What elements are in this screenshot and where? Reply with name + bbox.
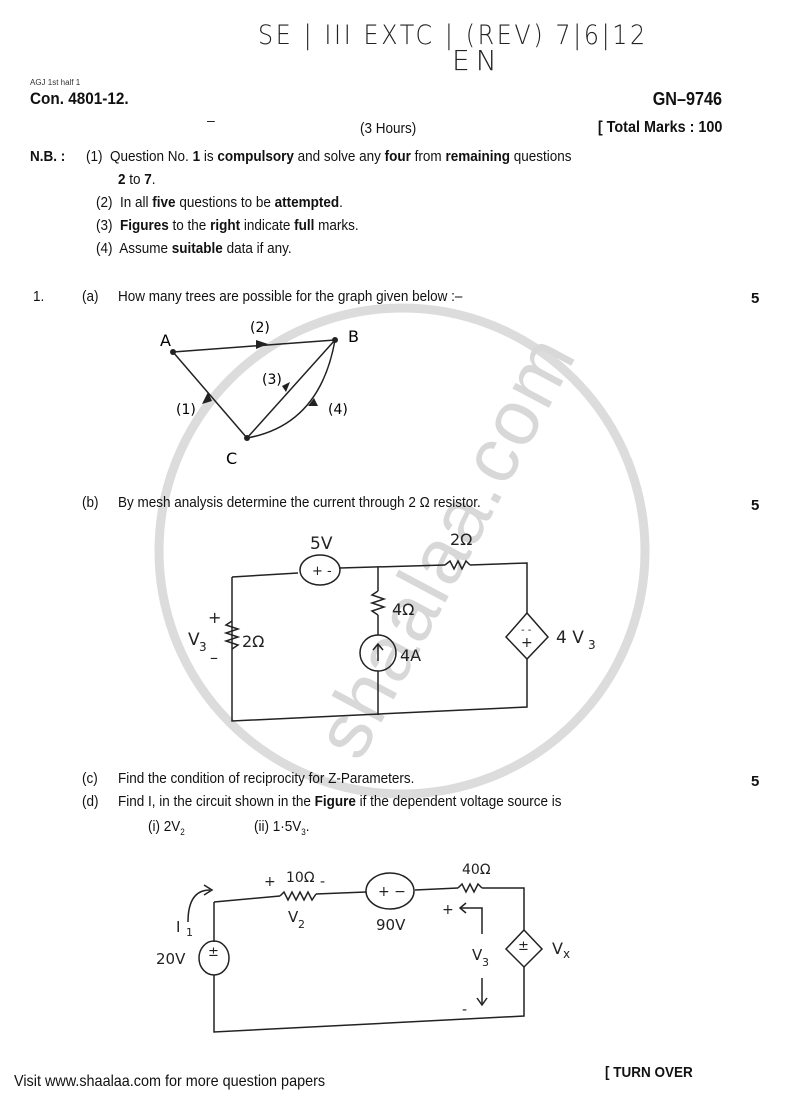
node-a: A — [160, 331, 171, 350]
svg-text:+ -: + - — [312, 564, 332, 579]
edge-1: (1) — [176, 402, 196, 418]
i1-label: I — [176, 918, 180, 936]
q1b-marks: 5 — [751, 497, 760, 514]
10ohm-label: 10Ω — [286, 870, 315, 886]
duration: (3 Hours) — [360, 120, 417, 137]
q1a-text: How many trees are possible for the grap… — [118, 288, 463, 305]
q1d-label: (d) — [82, 793, 99, 810]
v3-label: V — [188, 630, 200, 650]
instruction-1: (1) Question No. 1 is compulsory and sol… — [86, 148, 572, 165]
total-marks: [ Total Marks : 100 — [597, 119, 722, 136]
svg-text:-: - — [462, 1002, 467, 1018]
svg-text:±: ± — [518, 939, 529, 954]
5v-label: 5V — [310, 534, 333, 554]
con-number: Con. 4801-12. — [30, 89, 129, 108]
svg-text:–: – — [210, 648, 218, 667]
turn-over-label: [ TURN OVER — [605, 1064, 693, 1081]
graph-figure: A B C (1) (2) (3) (4) — [160, 320, 359, 468]
q1c-label: (c) — [82, 770, 98, 787]
dependent-source-circuit-figure: ± ± + − + - + - I 1 20V 10Ω V 2 90V 40Ω … — [156, 862, 570, 1033]
edge-4: (4) — [328, 402, 348, 418]
edge-3: (3) — [262, 372, 282, 388]
90v-label: 90V — [376, 916, 406, 934]
q1d-option-2: (ii) 1·5V3. — [254, 818, 310, 837]
svg-text:+: + — [521, 635, 533, 651]
svg-text:-: - — [320, 874, 325, 890]
paper-code: GN–9746 — [652, 89, 722, 109]
svg-text:+: + — [208, 608, 221, 627]
4a-label: 4A — [400, 646, 421, 665]
instruction-1-cont: 2 to 7. — [118, 171, 156, 188]
20v-label: 20V — [156, 950, 186, 968]
svg-text:+ −: + − — [378, 884, 406, 900]
vx-label: V — [552, 939, 563, 958]
instructions-label: N.B. : — [30, 148, 66, 165]
q1b-label: (b) — [82, 494, 99, 511]
node-b: B — [348, 327, 359, 346]
2ohm-left-label: 2Ω — [242, 632, 264, 651]
svg-text:+: + — [442, 902, 454, 918]
q1b-text: By mesh analysis determine the current t… — [118, 494, 481, 511]
node-c: C — [226, 449, 237, 468]
edge-2: (2) — [250, 320, 270, 336]
instruction-2: (2) In all five questions to be attempte… — [96, 194, 343, 211]
mesh-circuit-figure: + - - - + 5V 2Ω 4Ω 2Ω 4A 4 V 3 + V 3 – — [188, 530, 596, 722]
v2-label: V — [288, 908, 299, 926]
question-number: 1. — [33, 288, 45, 305]
svg-text:- -: - - — [521, 625, 532, 636]
svg-text:x: x — [563, 947, 570, 961]
svg-text:2: 2 — [298, 918, 305, 931]
svg-text:1: 1 — [186, 926, 193, 939]
q1a-marks: 5 — [751, 290, 760, 307]
dep-source-label: 4 V — [556, 628, 584, 648]
2ohm-top-label: 2Ω — [450, 530, 472, 549]
instruction-3: (3) Figures to the right indicate full m… — [96, 217, 359, 234]
q1c-marks: 5 — [751, 773, 760, 790]
handwritten-subject: EN — [452, 44, 503, 77]
v3-label: V — [472, 946, 483, 964]
svg-text:+: + — [264, 874, 276, 890]
handwritten-title: SE | III EXTC | (REV) 7|6|12 — [258, 20, 648, 51]
q1d-text: Find I, in the circuit shown in the Figu… — [118, 793, 562, 810]
svg-text:3: 3 — [199, 640, 207, 654]
svg-text:±: ± — [208, 945, 219, 960]
visit-website-text: Visit www.shaalaa.com for more question … — [14, 1073, 326, 1090]
svg-text:3: 3 — [588, 638, 596, 652]
svg-text:3: 3 — [482, 956, 489, 969]
small-code: AGJ 1st half 1 — [30, 78, 81, 87]
4ohm-label: 4Ω — [392, 600, 414, 619]
q1c-text: Find the condition of reciprocity for Z-… — [118, 770, 415, 787]
instruction-4: (4) Assume suitable data if any. — [96, 240, 292, 257]
q1a-label: (a) — [82, 288, 99, 305]
dash-mark: – — [207, 112, 215, 128]
q1d-option-1: (i) 2V2 — [148, 818, 185, 837]
40ohm-label: 40Ω — [462, 862, 491, 878]
